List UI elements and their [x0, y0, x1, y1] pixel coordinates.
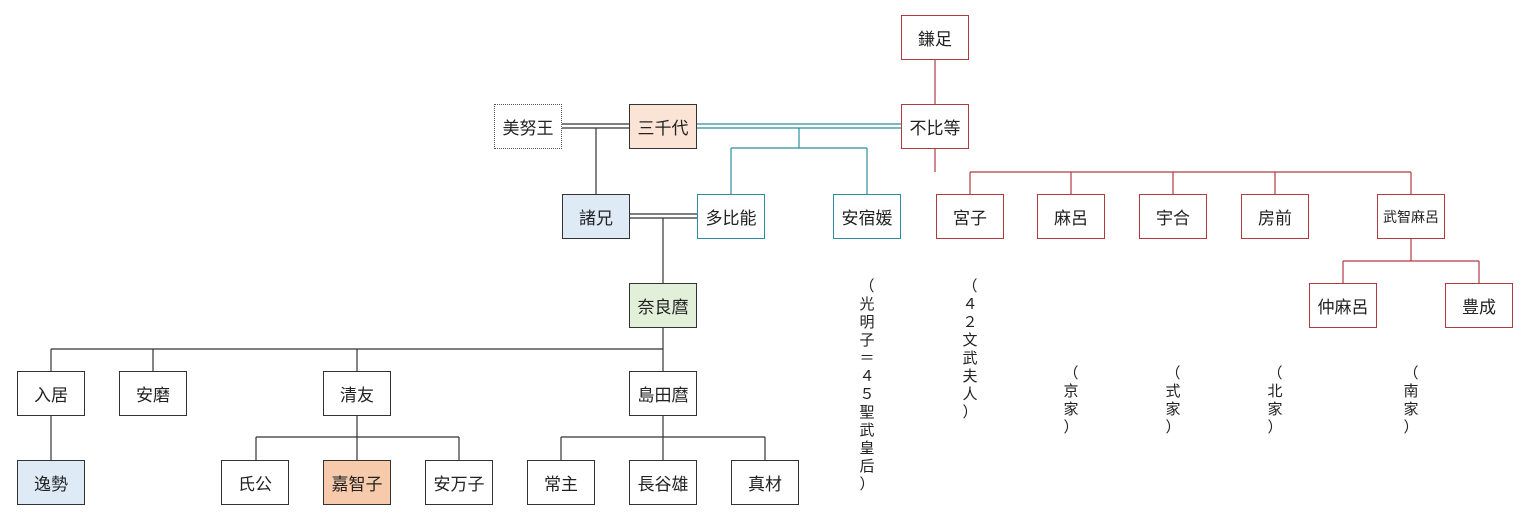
- node-tsunenushi: 常主: [527, 460, 595, 505]
- note-char: 武: [962, 349, 978, 367]
- note-char: （: [1165, 364, 1181, 382]
- node-amamako: 安万子: [425, 460, 493, 505]
- note-char: ）: [1063, 418, 1079, 436]
- node-minu: 美努王: [494, 104, 562, 149]
- note-muchimaro: （ 南 家 ）: [1399, 364, 1423, 436]
- michiyo-fuhito-connectors: [697, 123, 901, 194]
- node-tahino: 多比能: [697, 194, 765, 239]
- node-ujikimi: 氏公: [221, 460, 289, 505]
- note-char: 式: [1165, 382, 1181, 400]
- note-char: 南: [1403, 382, 1419, 400]
- node-nakamaro: 仲麻呂: [1309, 283, 1377, 328]
- node-kachiko: 嘉智子: [323, 460, 391, 505]
- node-irii: 入居: [17, 371, 85, 416]
- note-char: ４: [859, 367, 875, 385]
- node-toyonari: 豊成: [1445, 283, 1513, 328]
- tachibana-connectors: [50, 123, 766, 460]
- note-char: ２: [962, 313, 978, 331]
- note-miyako: （ ４ ２ 文 武 夫 人 ）: [958, 277, 982, 421]
- node-maro: 麻呂: [1037, 194, 1105, 239]
- note-char: ＝: [859, 349, 875, 367]
- note-char: ）: [1403, 418, 1419, 436]
- node-fuhito: 不比等: [901, 104, 969, 149]
- note-fusasaki: （ 北 家 ）: [1263, 364, 1287, 436]
- note-umakai: （ 式 家 ）: [1161, 364, 1185, 436]
- note-char: （: [1403, 364, 1419, 382]
- node-naramaro: 奈良麿: [629, 283, 697, 328]
- node-miyako: 宮子: [936, 194, 1004, 239]
- note-char: 后: [859, 457, 875, 475]
- note-char: 文: [962, 331, 978, 349]
- note-char: 聖: [859, 403, 875, 421]
- node-muchimaro: 武智麻呂: [1377, 194, 1445, 239]
- node-asukahime: 安宿媛: [833, 194, 901, 239]
- note-char: 家: [1267, 400, 1283, 418]
- note-char: ）: [859, 475, 875, 493]
- node-haseo: 長谷雄: [629, 460, 697, 505]
- note-char: 夫: [962, 367, 978, 385]
- note-maro: （ 京 家 ）: [1059, 364, 1083, 436]
- node-michiyo: 三千代: [629, 104, 697, 149]
- node-kamatari: 鎌足: [901, 15, 969, 60]
- note-char: 家: [1403, 400, 1419, 418]
- note-char: （: [1267, 364, 1283, 382]
- node-hayanari: 逸勢: [17, 460, 85, 505]
- node-fusasaki: 房前: [1241, 194, 1309, 239]
- note-char: ）: [1165, 418, 1181, 436]
- note-char: 光: [859, 295, 875, 313]
- note-char: 明: [859, 313, 875, 331]
- note-char: 北: [1267, 382, 1283, 400]
- note-char: 皇: [859, 439, 875, 457]
- note-char: ）: [962, 403, 978, 421]
- node-moroe: 諸兄: [562, 194, 630, 239]
- note-char: （: [859, 277, 875, 295]
- note-char: （: [1063, 364, 1079, 382]
- node-yasumaro: 安磨: [119, 371, 187, 416]
- note-char: 人: [962, 385, 978, 403]
- note-char: ）: [1267, 418, 1283, 436]
- note-char: （: [962, 277, 978, 295]
- node-umakai: 宇合: [1139, 194, 1207, 239]
- note-char: ４: [962, 295, 978, 313]
- note-char: 武: [859, 421, 875, 439]
- note-char: 子: [859, 331, 875, 349]
- node-mamaki: 真材: [731, 460, 799, 505]
- note-char: ５: [859, 385, 875, 403]
- note-char: 家: [1063, 400, 1079, 418]
- note-char: 家: [1165, 400, 1181, 418]
- note-char: 京: [1063, 382, 1079, 400]
- node-shimatamaro: 島田麿: [629, 371, 697, 416]
- note-asukahime: （ 光 明 子 ＝ ４ ５ 聖 武 皇 后 ）: [855, 277, 879, 493]
- fujiwara-connectors: [934, 60, 1480, 283]
- node-kiyotomo: 清友: [323, 371, 391, 416]
